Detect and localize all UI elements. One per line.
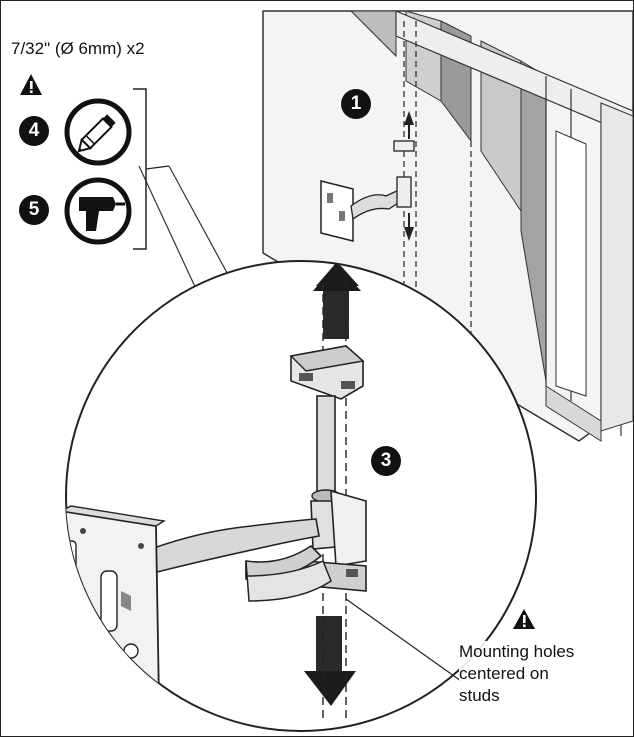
vesa-plate [66, 505, 166, 703]
warning-icon [20, 74, 42, 95]
magnified-view [65, 260, 537, 732]
drill-icon [64, 177, 132, 245]
mounting-note-line1: Mounting holes [459, 642, 575, 661]
warning-icon [513, 609, 535, 629]
mounting-note-line2: centered on [459, 664, 549, 683]
arrow-up-icon [313, 263, 361, 339]
step-badge-4: 4 [19, 116, 49, 146]
step-badge-1: 1 [341, 89, 371, 119]
arrow-up-icon [404, 111, 414, 125]
mounting-note: Mounting holes centered on studs [459, 641, 619, 707]
step-badge-5: 5 [19, 195, 49, 225]
arm-on-wall [320, 111, 415, 242]
pencil-icon [64, 98, 132, 166]
arrow-down-icon [304, 616, 356, 706]
step-badge-3: 3 [371, 446, 401, 476]
mounting-note-line3: studs [459, 686, 500, 705]
arrow-down-icon [404, 227, 414, 241]
drill-bit-spec: 7/32" (Ø 6mm) x2 [11, 39, 145, 58]
